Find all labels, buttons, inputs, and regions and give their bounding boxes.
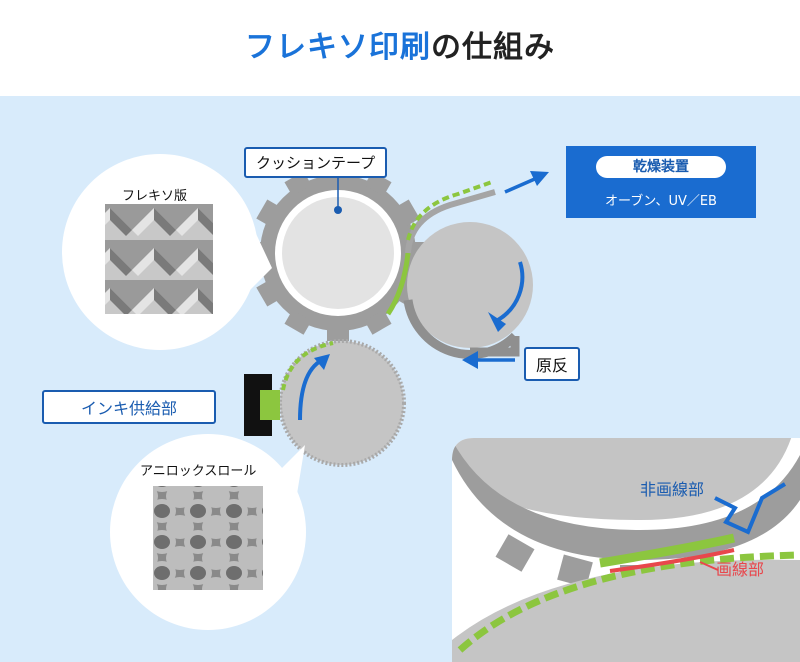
printed-ink-web: [406, 180, 493, 241]
non-image-area-pointer: [714, 482, 787, 535]
impression-cylinder: [403, 222, 533, 359]
image-area-label: 画線部: [716, 560, 765, 579]
substrate-feed-arrow: [462, 351, 515, 369]
non-image-area-label: 非画線部: [640, 480, 705, 499]
web-exit-arrow: [504, 171, 549, 194]
drying-unit-box: 乾燥装置 オーブン、UV／EB: [566, 146, 756, 218]
anilox-roll: [278, 339, 406, 467]
anilox-roll-label: アニロックスロール: [140, 464, 257, 479]
flexo-plate-bubble: [62, 154, 272, 350]
image-area-ink: [609, 548, 735, 573]
title-rest: の仕組み: [431, 30, 555, 65]
substrate-label: 原反: [524, 347, 581, 381]
substrate-web: [405, 189, 496, 254]
ink-chamber: [244, 374, 280, 436]
anilox-bubble: [110, 434, 306, 630]
zoom-ink-film: [457, 551, 800, 653]
ink-supply-label: インキ供給部: [42, 390, 216, 424]
zoom-inset: [452, 438, 800, 662]
plate-cylinder: [250, 165, 426, 341]
impression-rotation-arrow: [496, 261, 525, 322]
flexo-plate-label: フレキソ版: [122, 189, 188, 204]
cushion-tape-label: クッションテープ: [244, 147, 388, 178]
flexo-plate-texture-image: [105, 204, 213, 314]
anilox-cell-texture-image: [153, 486, 263, 590]
title-highlight: フレキソ印刷: [245, 30, 431, 65]
drying-unit-title: 乾燥装置: [596, 156, 726, 178]
plate-ink: [385, 252, 411, 316]
drying-unit-subtitle: オーブン、UV／EB: [605, 194, 717, 209]
page-title: フレキソ印刷の仕組み: [0, 22, 800, 66]
